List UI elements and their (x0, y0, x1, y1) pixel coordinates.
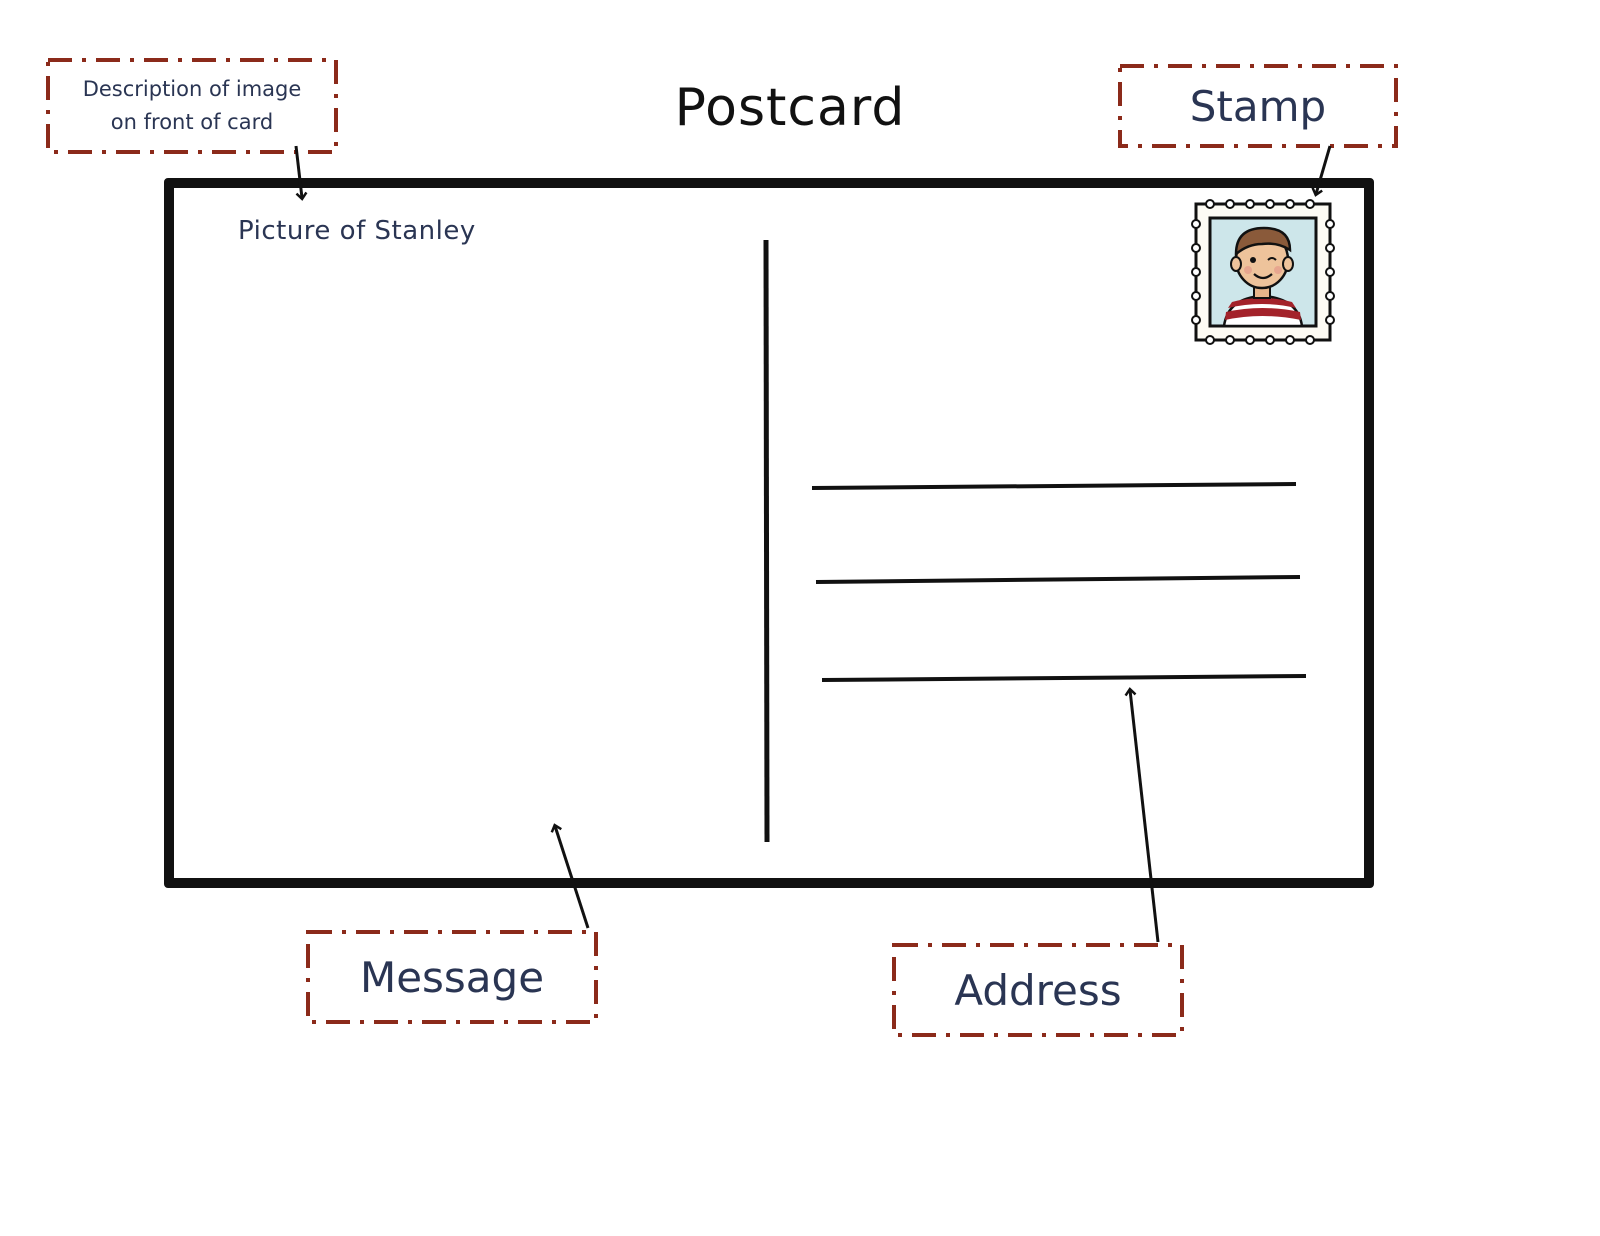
description-callout-label: Description of image on front of card (82, 77, 302, 134)
message-callout: Message (306, 930, 598, 1024)
callout-border (892, 943, 1184, 1037)
stamp-callout: Stamp (1118, 64, 1398, 148)
callout-border (306, 930, 598, 1024)
stamp-callout-label: Stamp (1189, 81, 1327, 131)
stamp-illustration (1191, 199, 1335, 345)
address-callout-label: Address (954, 965, 1122, 1015)
address-callout: Address (892, 943, 1184, 1037)
postcard-outline (164, 178, 1374, 888)
picture-label: Picture of Stanley (238, 216, 476, 246)
page-title: Postcard (674, 78, 906, 138)
description-callout: Description of image on front of card (46, 58, 338, 154)
callout-border (1118, 64, 1398, 148)
message-callout-label: Message (359, 952, 545, 1002)
callout-border (46, 58, 338, 154)
